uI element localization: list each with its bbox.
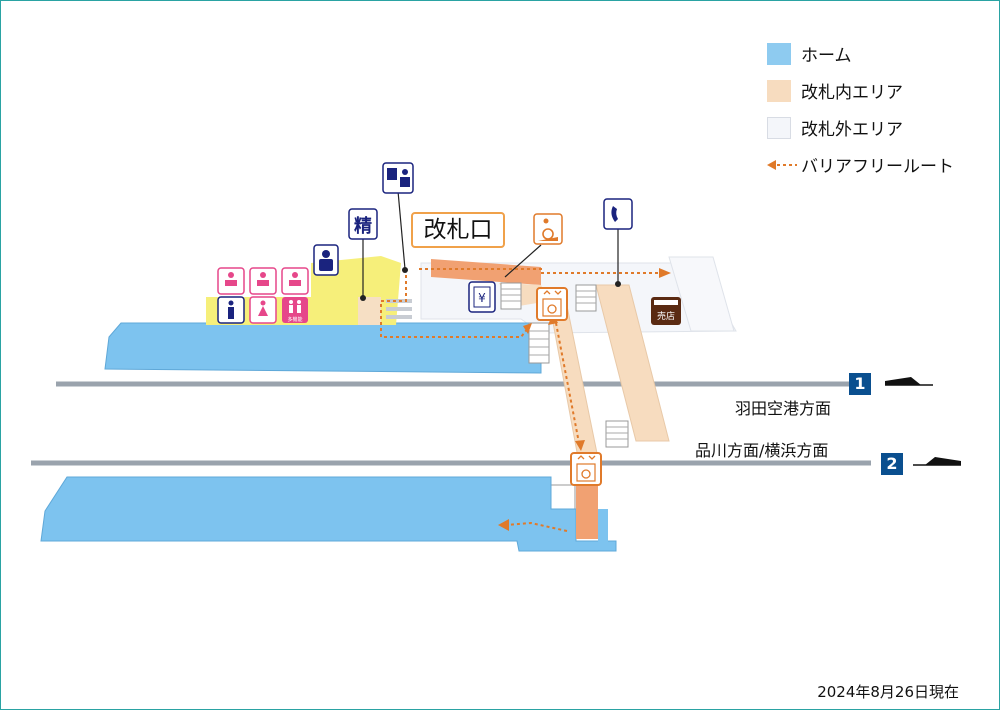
multipurpose-restroom-text: 多機能 xyxy=(287,316,302,323)
train-arrow-2 xyxy=(913,457,961,466)
ticket-machine-icon xyxy=(382,162,414,194)
elevator-lower-shaft xyxy=(576,481,598,539)
elevator-lower-shaft-right xyxy=(598,509,608,549)
train-arrow-1 xyxy=(885,377,933,386)
platform-upper xyxy=(104,322,542,374)
legend-item-outside-gate: 改札外エリア xyxy=(767,109,991,146)
atm-icon: ¥ xyxy=(468,281,496,313)
line-1-direction: 羽田空港方面 xyxy=(735,399,832,418)
fare-adjust-icon: 精 xyxy=(348,208,378,240)
ticket-gate-label: 改札口 xyxy=(411,212,505,248)
line-2-direction: 品川方面/横浜方面 xyxy=(695,441,829,460)
line-2-badge: 2 xyxy=(881,453,903,475)
fare-adjust-icon-text: 精 xyxy=(354,215,372,237)
legend-route-arrow-icon xyxy=(767,159,797,170)
platform-lower xyxy=(40,476,617,552)
escalator-lower xyxy=(550,484,576,514)
wheelchair-ramp-icon xyxy=(533,213,563,245)
legend-label: 改札内エリア xyxy=(801,83,903,103)
inside-gate-bar xyxy=(431,259,541,285)
legend-item-route: バリアフリールート xyxy=(767,146,991,183)
legend-swatch-platform xyxy=(767,42,791,65)
shop-icon-text: 売店 xyxy=(657,310,675,322)
baby-changing-icon xyxy=(217,267,245,295)
station-staff-icon xyxy=(313,244,339,276)
line-1-badge: 1 xyxy=(849,373,871,395)
mens-restroom-icon xyxy=(217,296,245,324)
shop-icon: 売店 xyxy=(651,297,681,325)
legend-label: ホーム xyxy=(801,46,852,66)
leader-dot-ticket xyxy=(402,267,408,273)
legend-swatch-outside-gate xyxy=(767,116,791,139)
atm-icon-text: ¥ xyxy=(478,291,486,305)
baby-changing-icon xyxy=(281,267,309,295)
legend-label: 改札外エリア xyxy=(801,120,903,140)
legend-item-inside-gate: 改札内エリア xyxy=(767,72,991,109)
outside-gate-area-right xyxy=(668,256,735,332)
multipurpose-restroom-icon: 多機能 xyxy=(282,297,308,323)
fare-adjust-area xyxy=(358,297,381,325)
barrier-free-route xyxy=(380,268,659,532)
leader-lines xyxy=(362,190,619,297)
phone-icon xyxy=(603,198,633,230)
legend-swatch-inside-gate xyxy=(767,79,791,102)
elevator-icon xyxy=(570,452,602,486)
elevator-icon xyxy=(536,287,568,321)
baby-changing-icon xyxy=(249,267,277,295)
stairs-lines xyxy=(501,288,628,440)
legend: ホーム 改札内エリア 改札外エリア バリアフリールート xyxy=(767,35,991,183)
leader-dot-fare xyxy=(360,295,366,301)
leader-dot-phone xyxy=(615,281,621,287)
womens-restroom-icon xyxy=(249,296,277,324)
legend-label: バリアフリールート xyxy=(801,157,954,177)
date-label: 2024年8月26日現在 xyxy=(817,683,959,701)
legend-item-platform: ホーム xyxy=(767,35,991,72)
